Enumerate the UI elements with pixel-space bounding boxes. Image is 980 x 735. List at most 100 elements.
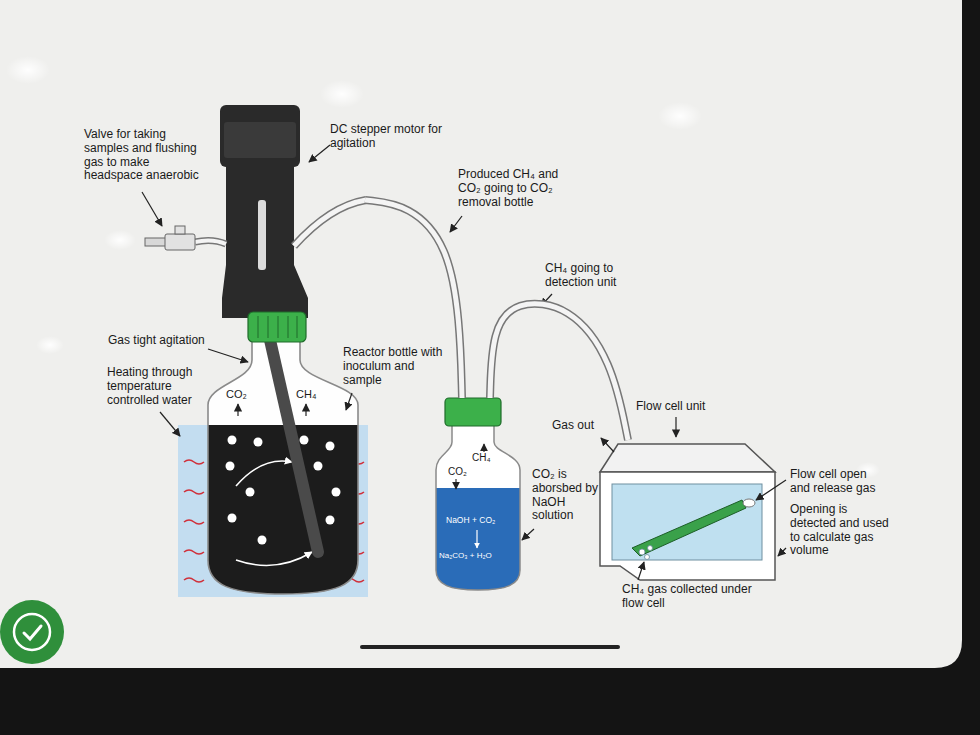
node-text: CH₄ bbox=[296, 388, 316, 400]
motor-housing bbox=[220, 105, 300, 167]
heat-wave bbox=[184, 550, 204, 554]
valve-tube bbox=[195, 240, 226, 244]
cap-ridge bbox=[268, 316, 269, 338]
gas-rise-arrow bbox=[483, 444, 484, 452]
gas-tube bbox=[490, 304, 628, 440]
bubble bbox=[648, 546, 653, 551]
reaction-arrow bbox=[476, 530, 477, 548]
leader-line bbox=[160, 412, 180, 436]
gas-tight-cap bbox=[248, 312, 306, 342]
callout-label: Flow cell open and release gas bbox=[790, 468, 885, 496]
app-icon-ring bbox=[14, 614, 50, 650]
callout-label: Gas tight agitation bbox=[108, 334, 238, 348]
bubble bbox=[314, 462, 323, 471]
leader-line bbox=[450, 216, 462, 232]
cap-ridge bbox=[297, 316, 298, 338]
callout-label: Heating through temperature controlled w… bbox=[107, 366, 207, 407]
node-text: CO₂ bbox=[226, 388, 247, 400]
leader-line bbox=[142, 192, 162, 226]
stir-arrow bbox=[236, 461, 292, 486]
absorb-arrow bbox=[455, 479, 456, 489]
cap-ridges bbox=[258, 316, 297, 338]
bubble bbox=[246, 488, 255, 497]
bubble bbox=[639, 549, 645, 555]
callout-label: Valve for taking samples and flushing ga… bbox=[84, 128, 202, 183]
bubble bbox=[326, 442, 335, 451]
gas-rise-arrow bbox=[237, 404, 238, 416]
leader-line bbox=[208, 349, 248, 362]
heat-wave bbox=[184, 520, 204, 524]
leader-line bbox=[601, 438, 614, 452]
methane-bubbles bbox=[639, 546, 653, 560]
callout-label: Opening is detected and used to calculat… bbox=[790, 503, 890, 558]
node-text: Na₂CO₃ + H₂O bbox=[439, 552, 492, 561]
glare bbox=[320, 80, 364, 108]
callout-label: DC stepper motor for agitation bbox=[330, 123, 470, 151]
cap-ridge bbox=[288, 316, 289, 338]
node-text: CO₂ bbox=[448, 466, 467, 477]
bubble bbox=[332, 488, 341, 497]
flow-cell-tip bbox=[743, 499, 755, 507]
reactor-liquid bbox=[200, 425, 370, 600]
stir-arrow bbox=[236, 552, 312, 565]
app-icon-check bbox=[24, 626, 41, 639]
removal-outline bbox=[436, 426, 520, 590]
leader-line bbox=[522, 529, 534, 540]
flow-cell-unit: Flow cell unit bbox=[598, 440, 778, 582]
bubble bbox=[228, 436, 237, 445]
home-indicator bbox=[360, 645, 620, 649]
leader-line bbox=[309, 145, 330, 162]
reactor-outline bbox=[208, 342, 358, 594]
callout-label: CH₄ gas collected under flow cell bbox=[622, 583, 772, 611]
bubble bbox=[228, 514, 237, 523]
flow-cell-housing bbox=[600, 472, 775, 580]
flow-cell-lever bbox=[632, 500, 746, 556]
glare bbox=[36, 336, 64, 354]
stirrer-rod bbox=[270, 340, 318, 552]
tube-bore bbox=[490, 304, 628, 440]
hose bbox=[294, 200, 366, 246]
removal-cap bbox=[445, 398, 501, 426]
bubble bbox=[226, 462, 235, 471]
reactor-bottle: CO₂ CH₄ bbox=[205, 100, 365, 597]
hose bbox=[294, 200, 366, 246]
callout-label: Gas out bbox=[552, 419, 602, 433]
callout-label: Reactor bottle with inoculum and sample bbox=[343, 346, 451, 387]
leader-line bbox=[675, 417, 676, 437]
glare bbox=[658, 102, 702, 130]
node-text: Flow cell unit bbox=[636, 400, 705, 413]
bubble bbox=[258, 536, 267, 545]
bubble bbox=[645, 555, 650, 560]
valve-nozzle bbox=[145, 238, 167, 246]
leader-line bbox=[638, 562, 644, 580]
flow-cell-tank bbox=[612, 484, 762, 560]
cap-ridge bbox=[258, 316, 259, 338]
node-text: NaOH + CO₂ bbox=[446, 516, 495, 525]
bubble bbox=[254, 438, 263, 447]
heat-wave bbox=[184, 460, 204, 464]
leader-line bbox=[756, 480, 786, 500]
bubble bbox=[326, 516, 335, 525]
flow-cell-lid bbox=[600, 444, 775, 472]
valve-body bbox=[165, 234, 195, 250]
heat-wave bbox=[184, 578, 204, 582]
glare bbox=[6, 56, 50, 84]
app-icon bbox=[0, 600, 64, 664]
co2-removal-bottle: CO₂ CH₄ NaOH + CO₂ Na₂CO₃ + H₂O bbox=[432, 398, 524, 592]
valve-handle bbox=[175, 226, 185, 234]
leader-lines bbox=[142, 145, 786, 580]
glare bbox=[104, 230, 136, 250]
bubble bbox=[300, 436, 309, 445]
callout-label: CH₄ going to detection unit bbox=[545, 262, 640, 290]
leader-line bbox=[778, 548, 786, 556]
cap-ridge bbox=[278, 316, 279, 338]
tube-wall bbox=[490, 304, 628, 440]
leader-line bbox=[346, 393, 352, 410]
valve-tube bbox=[195, 240, 226, 244]
node-text: CH₄ bbox=[472, 452, 491, 463]
heat-wave bbox=[184, 490, 204, 494]
biogas-bubbles bbox=[226, 436, 341, 545]
